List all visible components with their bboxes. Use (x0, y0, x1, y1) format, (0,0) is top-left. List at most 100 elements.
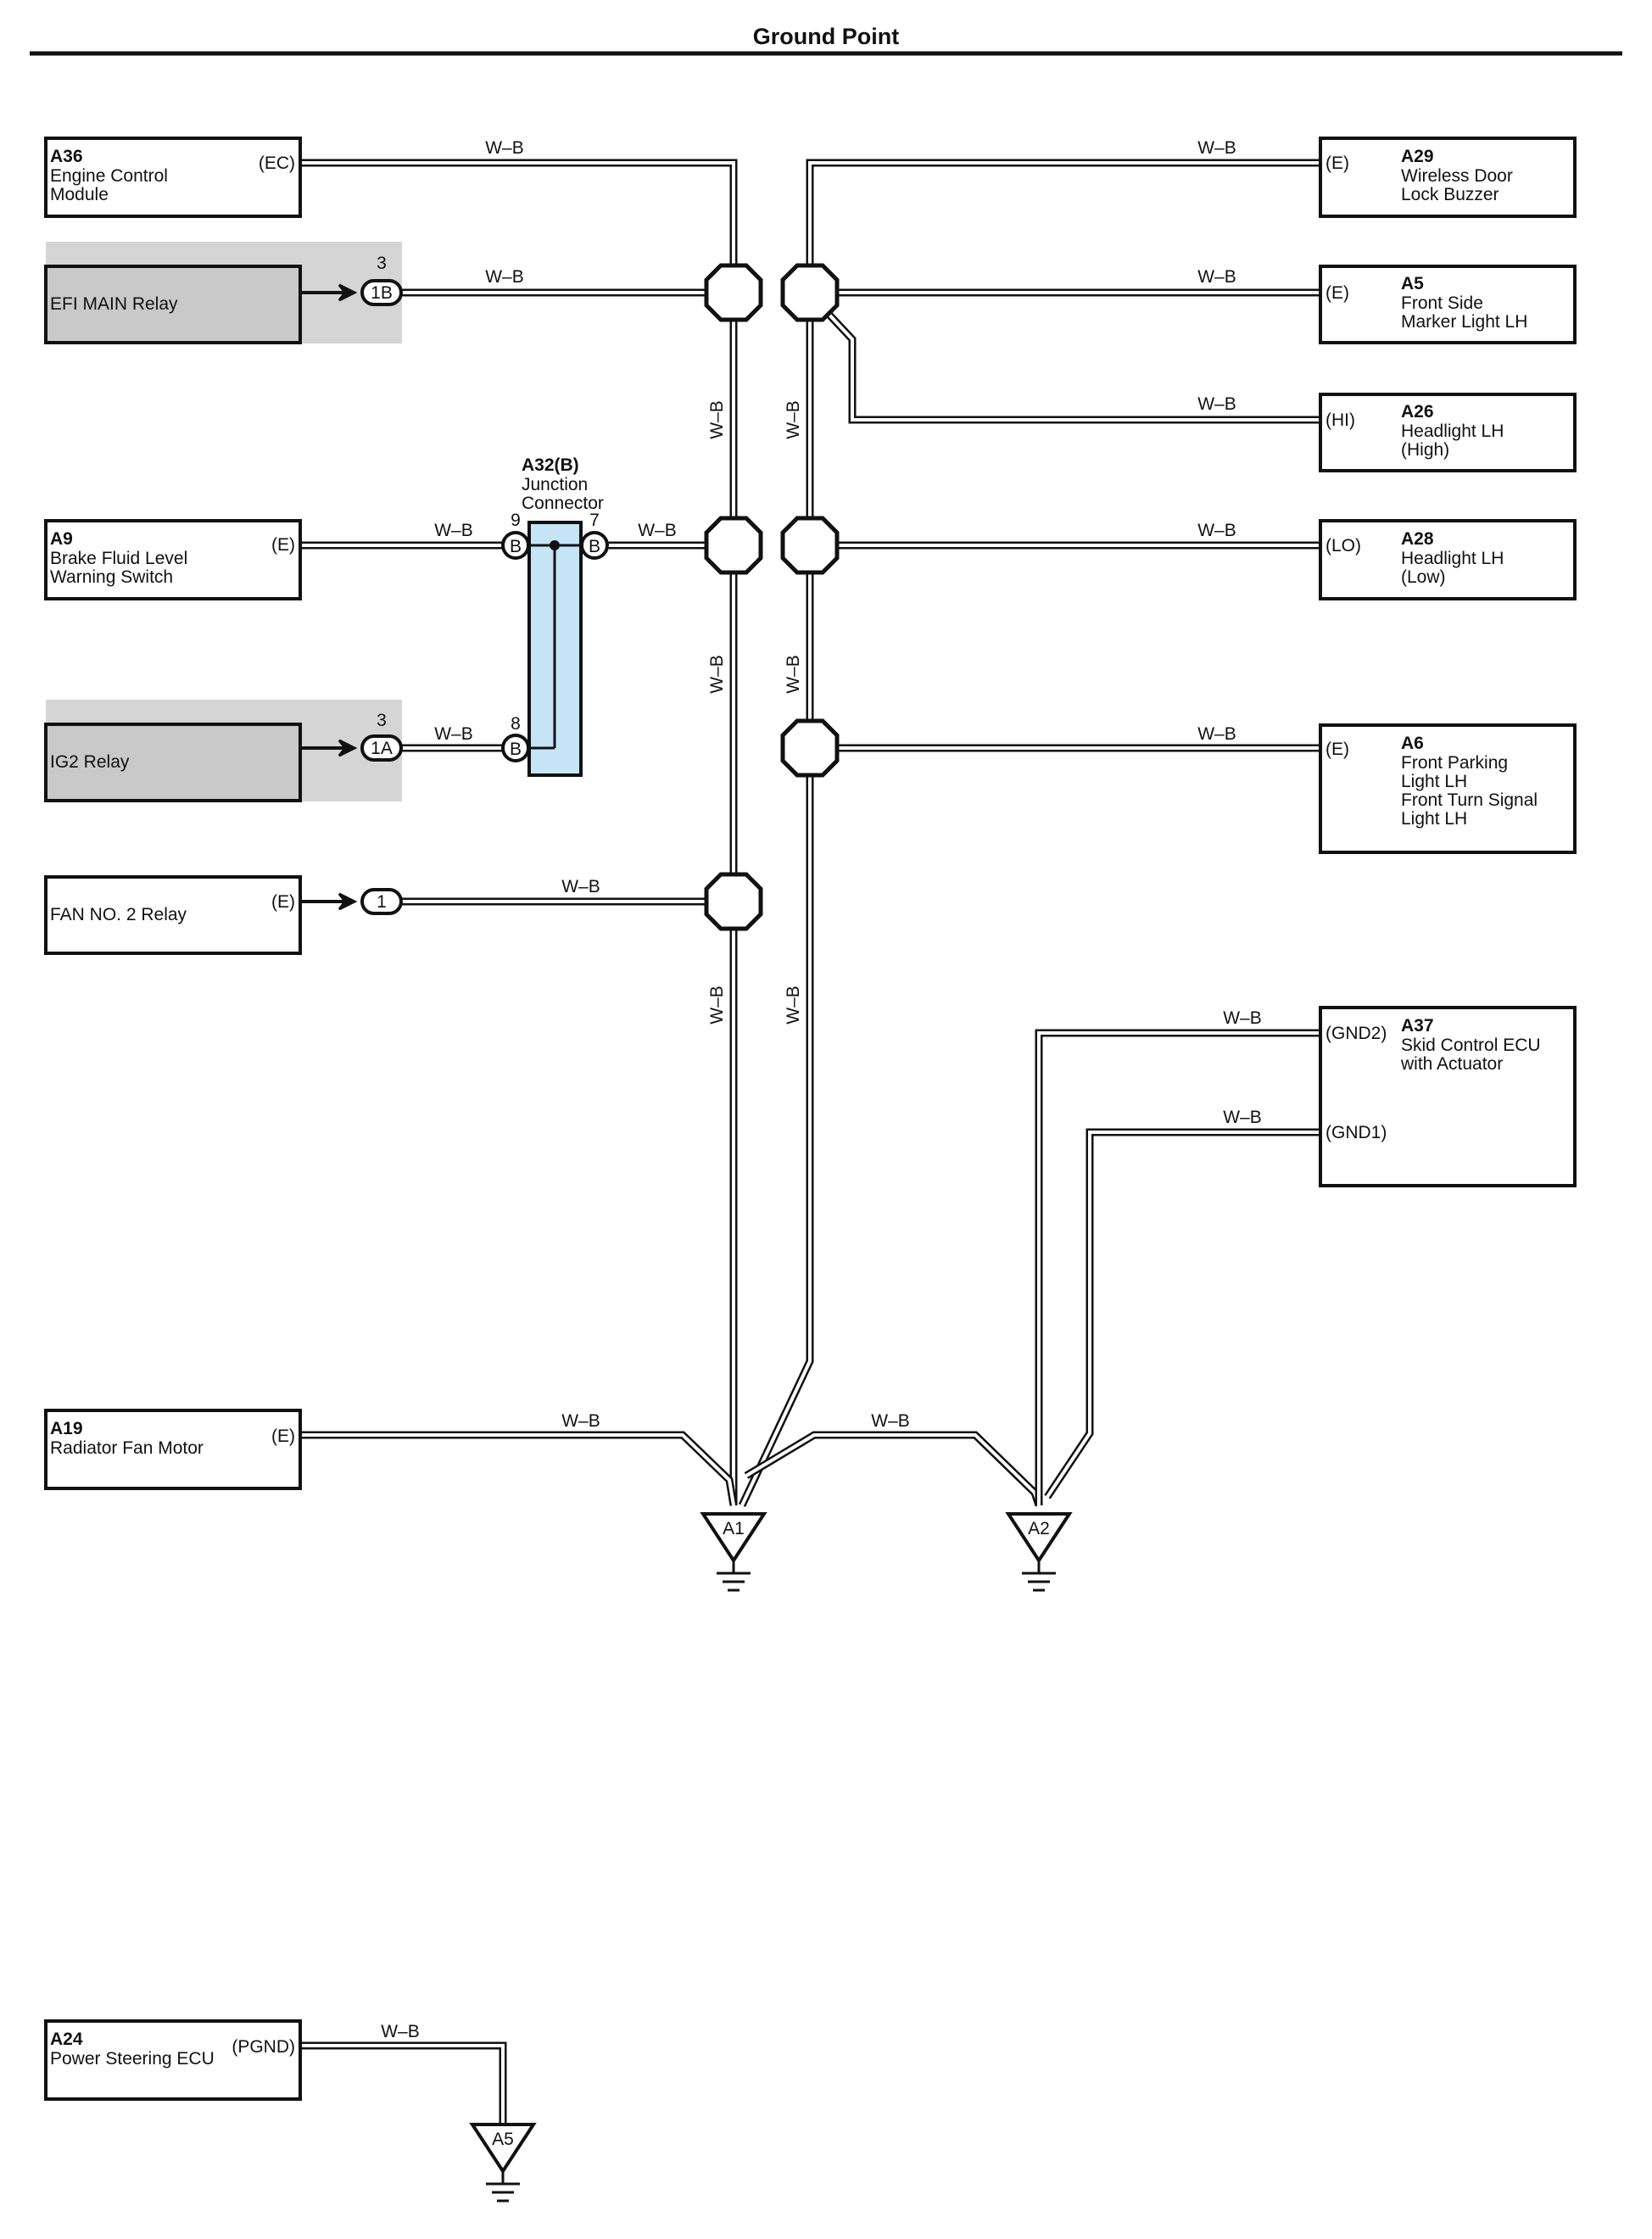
terminal-label: (LO) (1326, 536, 1361, 556)
wire-label: W–B (1197, 521, 1236, 540)
component-name: Connector (522, 494, 604, 513)
component-a5: (E) A5 Front Side Marker Light LH (1319, 265, 1577, 344)
component-code: A36 (50, 147, 83, 166)
splice-left-1 (704, 263, 763, 322)
component-a9: A9 Brake Fluid Level Warning Switch (E) (44, 519, 302, 600)
junction-connector-a32b: A32(B) Junction Connector B 9 B 7 B 8 (501, 455, 609, 777)
pin-number: 3 (377, 254, 387, 273)
terminal-label: (GND1) (1326, 1123, 1387, 1142)
terminal-label: (E) (271, 892, 295, 912)
wire-label: W–B (638, 521, 677, 540)
wire-label-vertical: W–B (707, 985, 727, 1025)
wire-label-vertical: W–B (707, 655, 727, 694)
component-name: Junction (522, 475, 588, 494)
terminal-label: (E) (271, 1427, 295, 1446)
splice-left-2 (704, 516, 763, 575)
component-code: A24 (50, 2030, 83, 2049)
terminal-label: (EC) (259, 154, 295, 173)
wire-label-vertical: W–B (784, 985, 803, 1025)
component-a24: A24 Power Steering ECU (PGND) (44, 2019, 302, 2101)
wires (300, 159, 1320, 2125)
terminal-label: (E) (1326, 283, 1349, 303)
connector-label: 1B (371, 283, 393, 303)
terminal-label: (PGND) (232, 2037, 295, 2057)
terminal-label: (E) (1326, 154, 1349, 173)
component-name: Skid Control ECU (1401, 1036, 1541, 1055)
ground-label: A1 (723, 1519, 745, 1538)
component-name: Power Steering ECU (50, 2049, 215, 2069)
component-code: A26 (1401, 402, 1434, 422)
component-name: Front Side (1401, 293, 1483, 313)
wire-label-vertical: W–B (784, 400, 803, 439)
component-code: A6 (1401, 734, 1424, 753)
wire-label: W–B (871, 1411, 910, 1431)
ground-label: A2 (1028, 1519, 1050, 1538)
component-a28: (LO) A28 Headlight LH (Low) (1319, 519, 1577, 600)
component-name: Headlight LH (1401, 422, 1504, 441)
component-code: A19 (50, 1419, 83, 1438)
component-code: A5 (1401, 274, 1424, 293)
splice-left-3 (704, 872, 763, 931)
splice-right-3 (780, 718, 840, 778)
wire-label: W–B (561, 877, 600, 896)
wire-label: W–B (485, 138, 524, 158)
component-ig2-relay: IG2 Relay 1A 3 (44, 711, 403, 802)
pin-number: 3 (377, 711, 387, 730)
wire-label: W–B (485, 267, 524, 287)
ground-label: A5 (492, 2130, 514, 2149)
component-name: Engine Control (50, 166, 168, 186)
component-code: A9 (50, 529, 73, 549)
pin-number: 8 (511, 714, 521, 734)
page-title: Ground Point (753, 24, 899, 49)
component-name: IG2 Relay (50, 752, 130, 772)
terminal-label: (HI) (1326, 410, 1355, 430)
component-a36: A36 Engine Control Module (EC) (44, 137, 302, 218)
component-a19: A19 Radiator Fan Motor (E) (44, 1409, 302, 1490)
wire-label: W–B (1197, 724, 1236, 744)
component-name: Warning Switch (50, 567, 173, 587)
connector-label: 1A (371, 739, 393, 758)
component-name: Headlight LH (1401, 549, 1504, 568)
terminal-label: (E) (1326, 740, 1349, 759)
component-name: EFI MAIN Relay (50, 294, 178, 314)
component-name: with Actuator (1400, 1054, 1503, 1074)
component-efi-main-relay: EFI MAIN Relay 1B 3 (44, 254, 403, 344)
pin-label: B (510, 537, 522, 556)
wire-label: W–B (561, 1411, 600, 1431)
component-code: A28 (1401, 529, 1434, 549)
component-name: (Low) (1401, 567, 1446, 587)
component-name: Front Parking (1401, 753, 1508, 773)
component-name: Front Turn Signal (1401, 790, 1538, 810)
wire-label: W–B (1197, 267, 1236, 287)
component-name: Light LH (1401, 772, 1467, 791)
connector-label: 1 (377, 892, 387, 912)
wire-label: W–B (434, 521, 473, 540)
pin-label: B (589, 537, 600, 556)
component-code: A29 (1401, 147, 1434, 166)
wire-label: W–B (381, 2022, 420, 2041)
ground-point-a1: A1 (700, 1512, 767, 1592)
terminal-label: (E) (271, 535, 295, 555)
component-name: Marker Light LH (1401, 312, 1527, 332)
wire-label-vertical: W–B (707, 400, 727, 439)
wire-label: W–B (1223, 1108, 1262, 1127)
wire-label-vertical: W–B (784, 655, 803, 694)
ground-point-a2: A2 (1005, 1512, 1073, 1592)
component-a37: (GND2) (GND1) A37 Skid Control ECU with … (1319, 1006, 1577, 1187)
component-name: FAN NO. 2 Relay (50, 905, 187, 924)
splices (704, 263, 840, 931)
terminal-label: (GND2) (1326, 1024, 1387, 1043)
component-name: Wireless Door (1401, 166, 1513, 186)
pin-number: 9 (511, 511, 521, 530)
component-fan-no2-relay: FAN NO. 2 Relay (E) 1 (44, 875, 403, 955)
pin-label: B (510, 740, 522, 759)
component-a26: (HI) A26 Headlight LH (High) (1319, 393, 1577, 472)
component-a6: (E) A6 Front Parking Light LH Front Turn… (1319, 723, 1577, 854)
component-name: Light LH (1401, 809, 1467, 829)
component-name: Module (50, 185, 109, 204)
component-name: (High) (1401, 440, 1449, 460)
wire-label: W–B (1223, 1008, 1262, 1028)
ground-point-a5: A5 (469, 2123, 537, 2203)
splice-right-1 (780, 263, 840, 322)
